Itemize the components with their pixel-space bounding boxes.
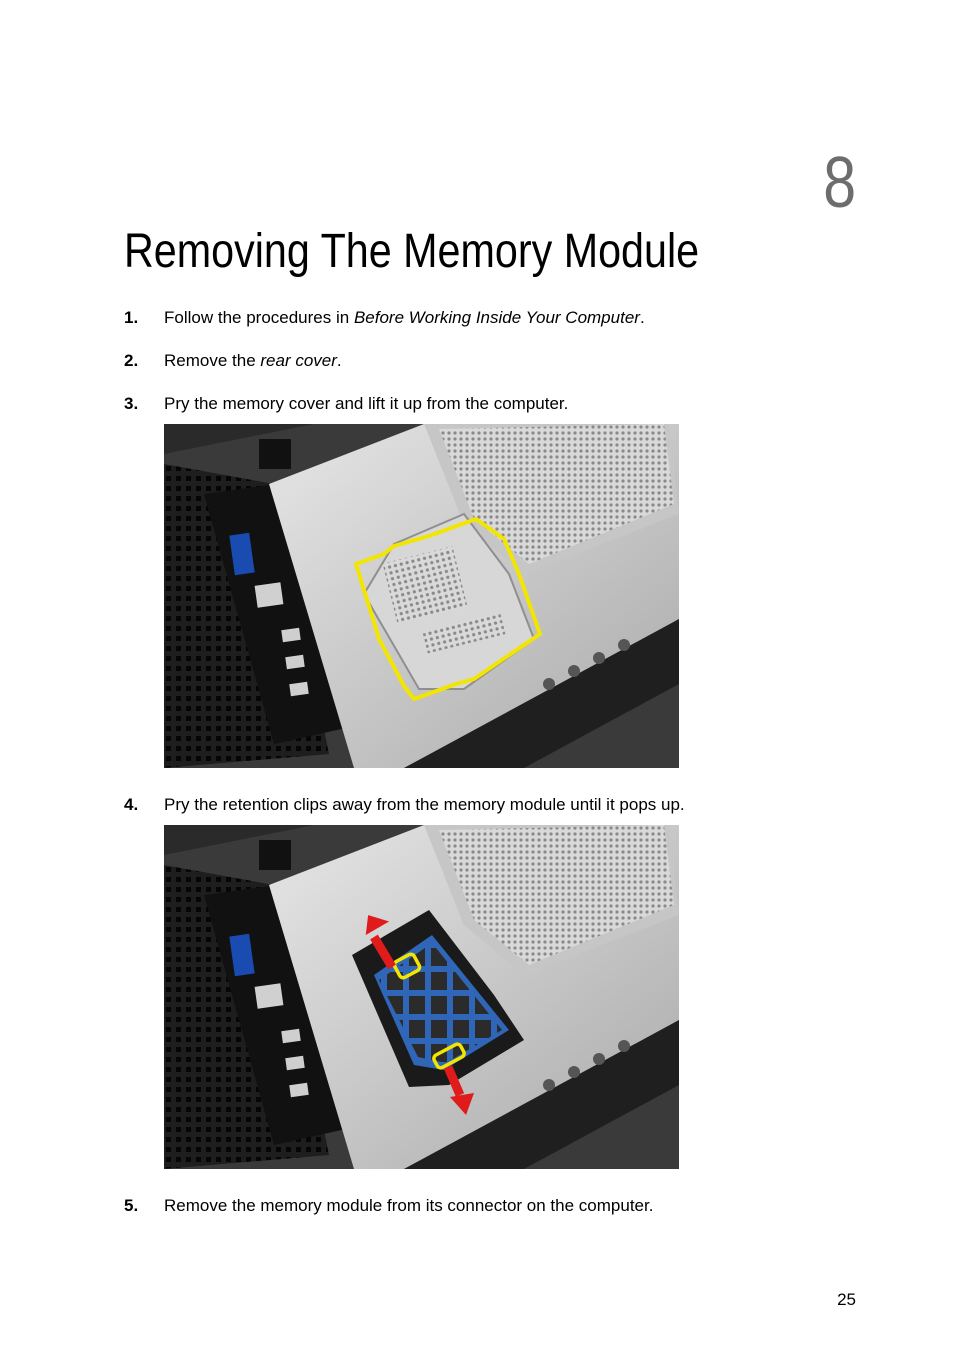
step-link-text: rear cover	[260, 351, 337, 370]
chapter-number: 8	[823, 143, 856, 223]
clip-highlight-top	[392, 952, 422, 980]
step-text: Pry the memory cover and lift it up from…	[164, 394, 569, 413]
figure-memory-cover	[164, 424, 679, 768]
figure-retention-clips	[164, 825, 679, 1169]
arrow-up-icon	[365, 915, 396, 970]
page-title: Removing The Memory Module	[124, 225, 700, 278]
step-text: Follow the procedures in Before Working …	[164, 308, 645, 327]
highlight-outline	[354, 517, 542, 701]
arrow-down-icon	[443, 1065, 474, 1115]
page-number: 25	[837, 1290, 856, 1309]
step-text: Remove the memory module from its connec…	[164, 1196, 654, 1215]
step-number: 4.	[124, 795, 139, 814]
step-number: 3.	[124, 394, 139, 413]
step-number: 2.	[124, 351, 139, 370]
step-text: Remove the rear cover.	[164, 351, 342, 370]
step-link-text: Before Working Inside Your Computer	[353, 308, 640, 327]
step-number: 5.	[124, 1196, 139, 1215]
clip-highlight-bottom	[432, 1042, 466, 1070]
step-number: 1.	[124, 308, 139, 327]
step-text: Pry the retention clips away from the me…	[164, 795, 685, 814]
